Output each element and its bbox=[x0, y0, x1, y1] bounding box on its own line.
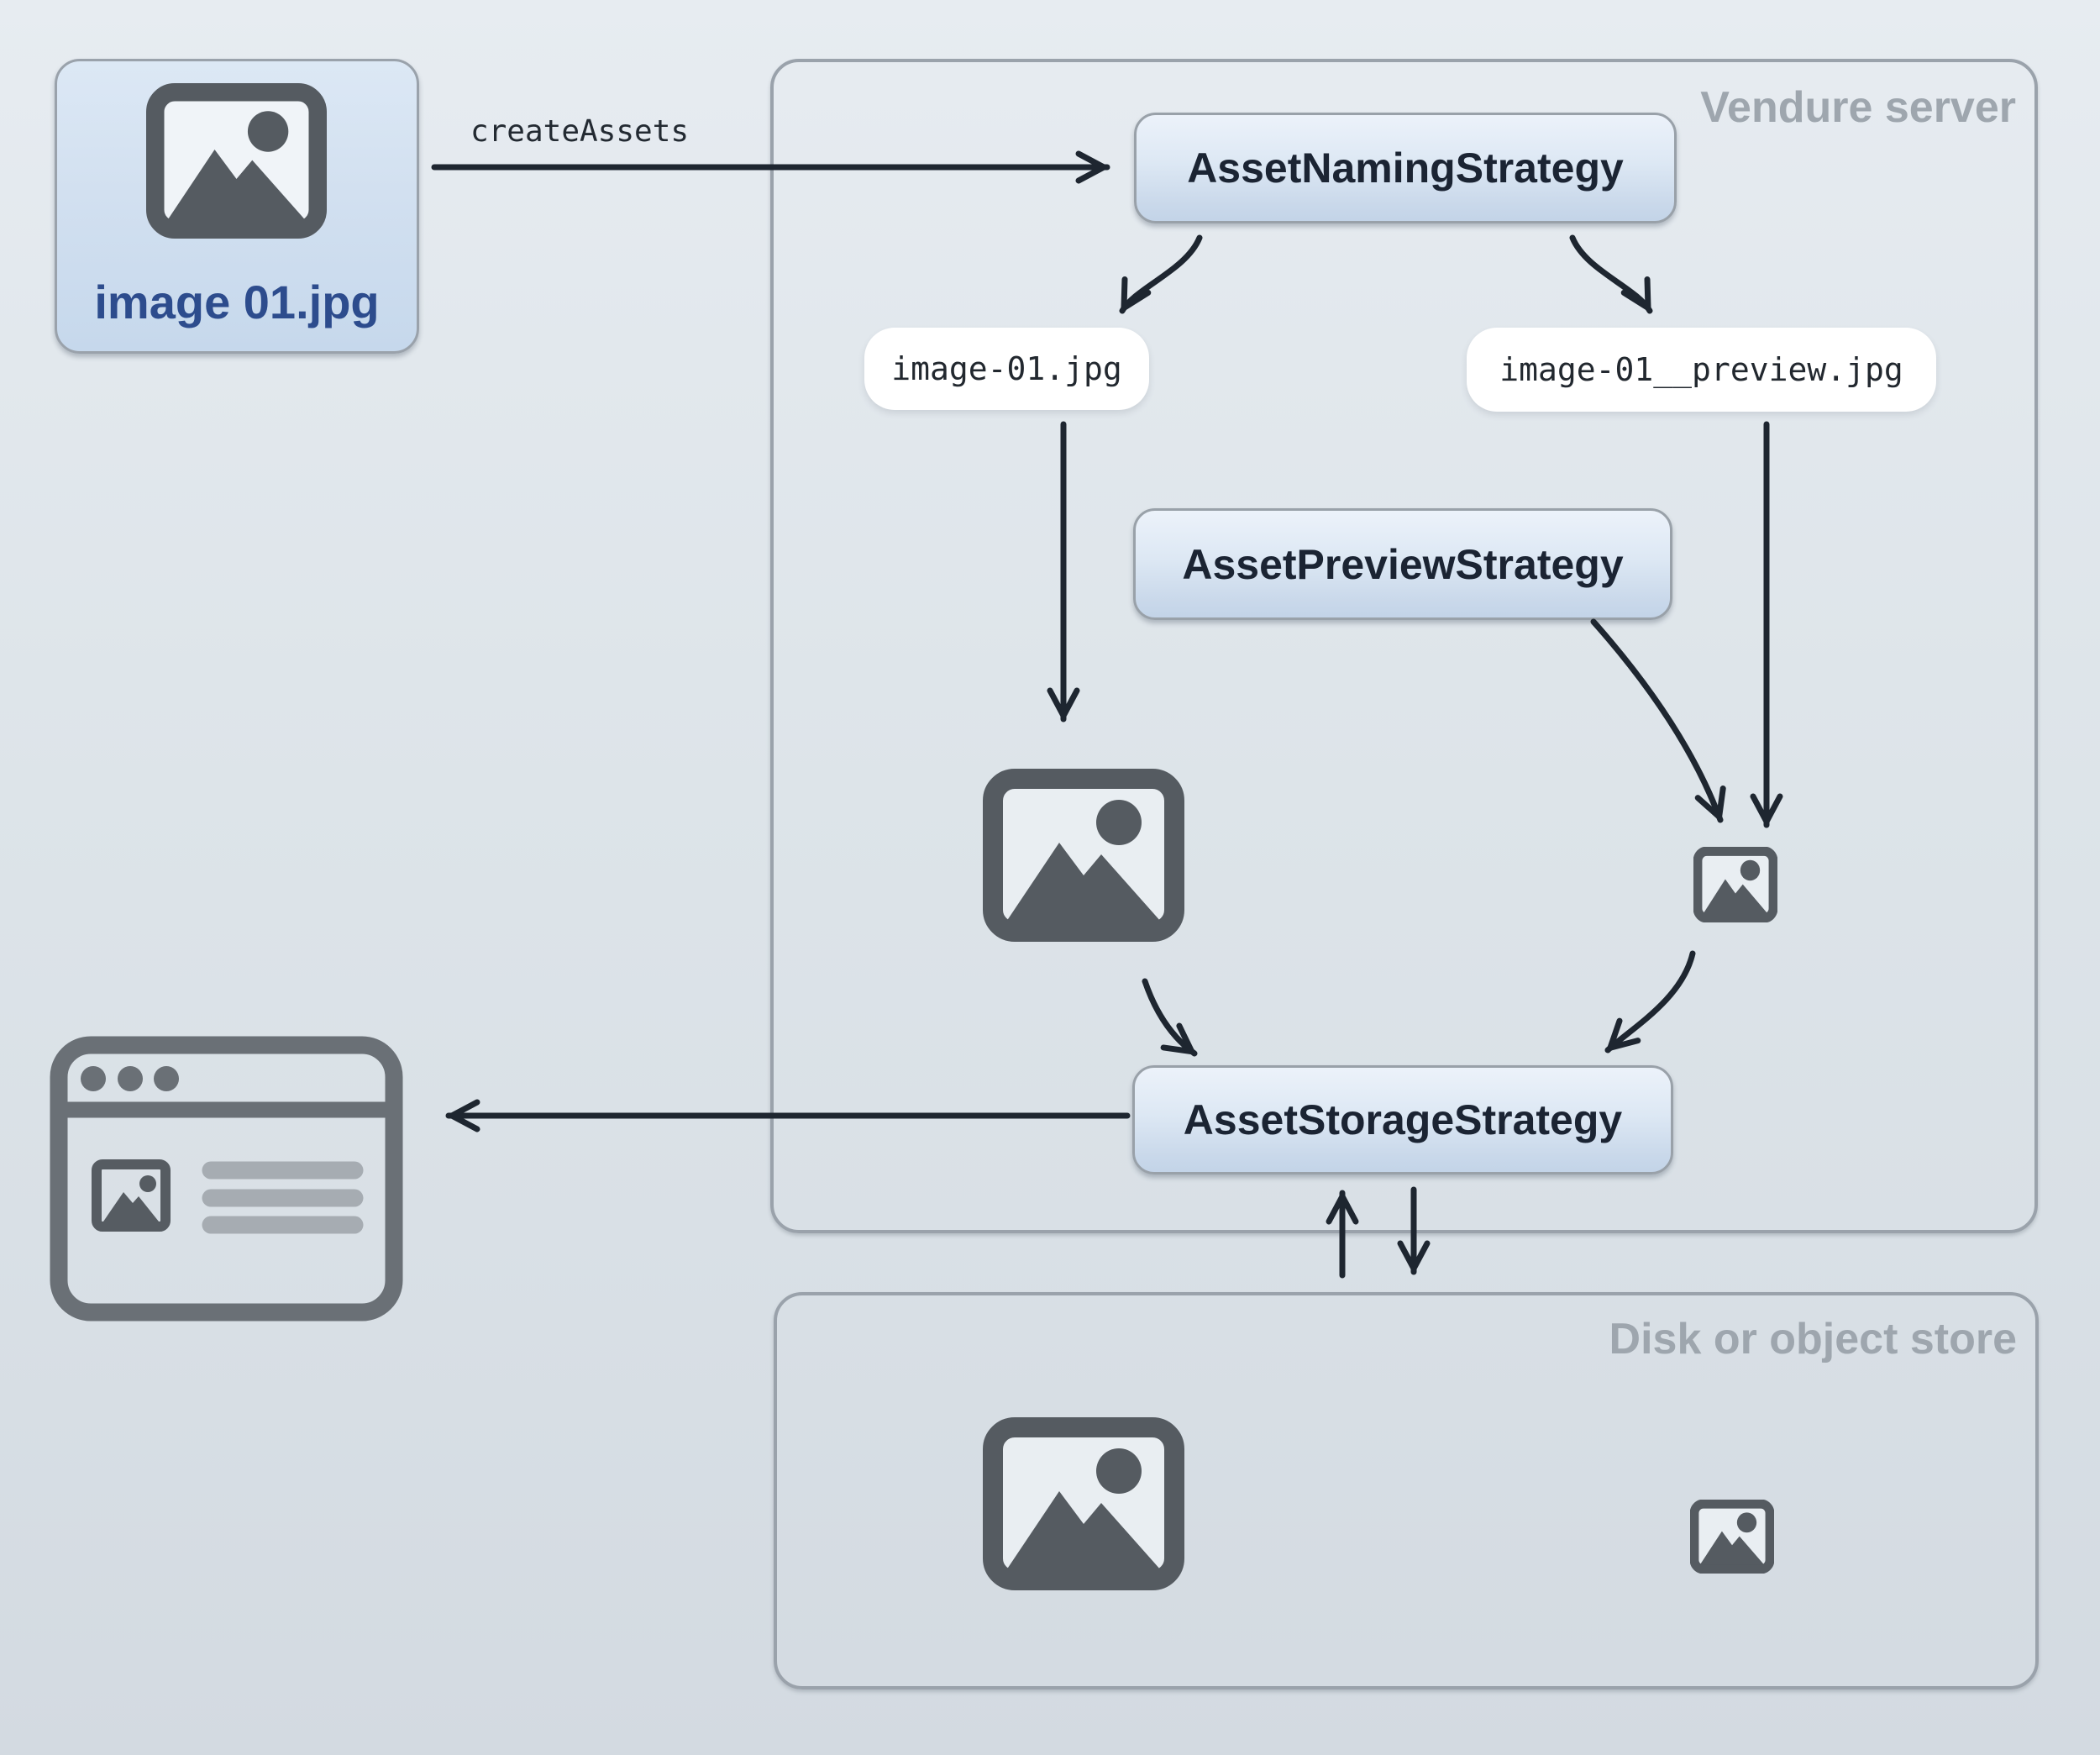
create-assets-label: createAssets bbox=[470, 114, 690, 149]
vendure-server-box: Vendure server bbox=[770, 59, 2038, 1233]
disk-store-title: Disk or object store bbox=[1609, 1315, 2017, 1364]
original-filename-pill: image-01.jpg bbox=[864, 328, 1149, 410]
image-placeholder-icon-small bbox=[92, 1159, 171, 1232]
image-placeholder-icon-small bbox=[1690, 1500, 1774, 1574]
preview-filename-pill: image-01__preview.jpg bbox=[1467, 328, 1936, 412]
browser-window-icon bbox=[50, 1036, 403, 1322]
image-placeholder-icon-small bbox=[1693, 847, 1777, 922]
source-file-label: image 01.jpg bbox=[94, 276, 380, 328]
vendure-server-title: Vendure server bbox=[1700, 83, 2016, 132]
asset-naming-strategy-button: AssetNamingStrategy bbox=[1134, 113, 1677, 223]
image-placeholder-icon bbox=[983, 1417, 1184, 1590]
asset-storage-strategy-button: AssetStorageStrategy bbox=[1132, 1065, 1673, 1174]
source-file-box: image 01.jpg bbox=[55, 59, 419, 354]
asset-preview-strategy-button: AssetPreviewStrategy bbox=[1133, 508, 1672, 620]
image-placeholder-icon bbox=[983, 769, 1184, 942]
disk-store-box: Disk or object store bbox=[774, 1292, 2039, 1689]
image-placeholder-icon bbox=[146, 83, 327, 239]
text-lines-glyph bbox=[202, 1161, 364, 1234]
